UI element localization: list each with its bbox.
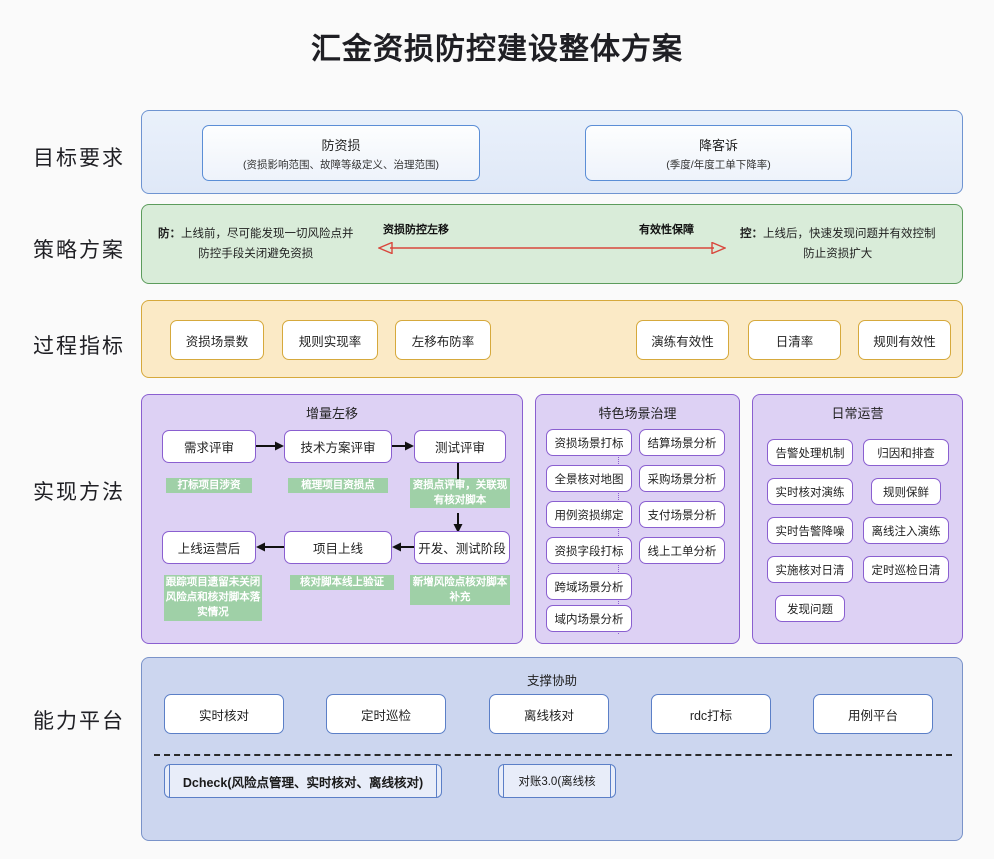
flow-node-tech-design-review[interactable]: 技术方案评审 xyxy=(284,430,392,463)
scenario-chip[interactable]: 全景核对地图 xyxy=(546,465,632,492)
row-label-goal: 目标要求 xyxy=(33,147,125,170)
panel-title: 增量左移 xyxy=(305,406,358,421)
ops-chip[interactable]: 定时巡检日清 xyxy=(863,556,949,583)
strategy-line1-prevent: 上线前，尽可能发现一切风险点并 xyxy=(181,228,354,240)
scenario-chip[interactable]: 结算场景分析 xyxy=(639,429,725,456)
ops-chip[interactable]: 规则保鲜 xyxy=(871,478,941,505)
strategy-prefix-control: 控： xyxy=(740,228,763,240)
scenario-chip[interactable]: 线上工单分析 xyxy=(639,537,725,564)
goal-box-title: 降客诉 xyxy=(698,137,738,153)
goal-box-title: 防资损 xyxy=(321,137,361,153)
scenario-chip[interactable]: 域内场景分析 xyxy=(546,605,632,632)
metric-pill[interactable]: 规则实现率 xyxy=(282,320,378,360)
scenario-chip[interactable]: 资损场景打标 xyxy=(546,429,632,456)
arrow-left-icon xyxy=(256,542,284,552)
ops-chip[interactable]: 实时告警降噪 xyxy=(767,517,853,544)
metric-pill[interactable]: 日清率 xyxy=(748,320,841,360)
strategy-line1-control: 上线后，快速发现问题并有效控制 xyxy=(763,228,936,240)
platform-tool-box[interactable]: 实时核对 xyxy=(164,694,284,734)
note-new-risk-script: 新增风险点核对脚本补充 xyxy=(410,575,510,606)
goal-box-reduce-complaints[interactable]: 降客诉 (季度/年度工单下降率) xyxy=(585,125,852,181)
row-label-strategy: 策略方案 xyxy=(33,239,125,262)
methods-panel-scenario-governance: 特色场景治理 资损场景打标 全景核对地图 用例资损绑定 资损字段打标 跨域场景分… xyxy=(535,394,740,644)
ops-chip[interactable]: 发现问题 xyxy=(775,595,845,622)
platform-system-label: Dcheck(风险点管理、实时核对、离线核对) xyxy=(169,765,437,797)
platform-system-reconciliation[interactable]: 对账3.0(离线核 xyxy=(498,764,616,798)
metric-pill[interactable]: 左移布防率 xyxy=(395,320,491,360)
arrow-label-effectiveness: 有效性保障 xyxy=(639,224,694,236)
strategy-text-control: 控：上线后，快速发现问题并有效控制 防止资损扩大 xyxy=(740,225,936,264)
ops-chip[interactable]: 实时核对演练 xyxy=(767,478,853,505)
platform-panel: 支撑协助 实时核对 定时巡检 离线核对 rdc打标 用例平台 Dcheck(风险… xyxy=(141,657,963,841)
flow-node-post-launch-ops[interactable]: 上线运营后 xyxy=(162,531,256,564)
row-label-metrics: 过程指标 xyxy=(33,335,125,358)
ops-chip[interactable]: 归因和排查 xyxy=(863,439,949,466)
goal-box-subtitle: (资损影响范围、故障等级定义、治理范围) xyxy=(243,158,439,171)
scenario-chip[interactable]: 跨域场景分析 xyxy=(546,573,632,600)
strategy-panel: 防：上线前，尽可能发现一切风险点并 防控手段关闭避免资损 资损防控左移 有效性保… xyxy=(141,204,963,284)
arrow-down-icon xyxy=(453,513,463,533)
ops-chip[interactable]: 实施核对日清 xyxy=(767,556,853,583)
note-script-online-verify: 核对脚本线上验证 xyxy=(290,575,394,591)
goal-box-subtitle: (季度/年度工单下降率) xyxy=(666,158,771,171)
scenario-chip[interactable]: 采购场景分析 xyxy=(639,465,725,492)
methods-panel-incremental-shift-left: 增量左移 需求评审 技术方案评审 测试评审 打标项目涉资 梳理项目资损点 资损点… xyxy=(141,394,523,644)
metric-pill[interactable]: 演练有效性 xyxy=(636,320,729,360)
ops-chip[interactable]: 离线注入演练 xyxy=(863,517,949,544)
platform-system-dcheck[interactable]: Dcheck(风险点管理、实时核对、离线核对) xyxy=(164,764,442,798)
strategy-line2-prevent: 防控手段关闭避免资损 xyxy=(198,247,314,260)
platform-system-label: 对账3.0(离线核 xyxy=(503,765,611,797)
arrow-right-icon xyxy=(256,441,284,451)
panel-title: 日常运营 xyxy=(831,406,884,421)
note-tag-project-funds: 打标项目涉资 xyxy=(166,478,252,494)
scenario-chip[interactable]: 支付场景分析 xyxy=(639,501,725,528)
bidirectional-arrow-icon xyxy=(378,242,726,254)
metrics-panel: 资损场景数 规则实现率 左移布防率 演练有效性 日清率 规则有效性 xyxy=(141,300,963,378)
arrow-right-icon xyxy=(392,441,414,451)
strategy-line2-control: 防止资损扩大 xyxy=(803,247,873,260)
note-sort-loss-points: 梳理项目资损点 xyxy=(288,478,388,494)
row-label-platform: 能力平台 xyxy=(33,710,125,733)
metric-pill[interactable]: 资损场景数 xyxy=(170,320,264,360)
metric-pill[interactable]: 规则有效性 xyxy=(858,320,951,360)
panel-title: 特色场景治理 xyxy=(598,406,677,421)
arrow-label-shift-left: 资损防控左移 xyxy=(383,224,449,236)
arrow-left-icon xyxy=(392,542,414,552)
platform-tool-box[interactable]: 离线核对 xyxy=(489,694,609,734)
platform-tool-box[interactable]: 定时巡检 xyxy=(326,694,446,734)
platform-title: 支撑协助 xyxy=(526,674,577,688)
flow-node-test-review[interactable]: 测试评审 xyxy=(414,430,506,463)
platform-section-divider xyxy=(154,754,952,756)
flow-node-project-launch[interactable]: 项目上线 xyxy=(284,531,392,564)
platform-tool-box[interactable]: rdc打标 xyxy=(651,694,771,734)
goal-panel: 防资损 (资损影响范围、故障等级定义、治理范围) 降客诉 (季度/年度工单下降率… xyxy=(141,110,963,194)
strategy-text-prevent: 防：上线前，尽可能发现一切风险点并 防控手段关闭避免资损 xyxy=(158,225,354,264)
line-vertical-icon xyxy=(457,463,459,479)
flow-node-requirement-review[interactable]: 需求评审 xyxy=(162,430,256,463)
methods-panel-daily-operations: 日常运营 告警处理机制 实时核对演练 实时告警降噪 实施核对日清 发现问题 归因… xyxy=(752,394,963,644)
scenario-chip[interactable]: 用例资损绑定 xyxy=(546,501,632,528)
note-track-residual-risks: 跟踪项目遗留未关闭风险点和核对脚本落实情况 xyxy=(164,575,262,621)
goal-box-prevent-loss[interactable]: 防资损 (资损影响范围、故障等级定义、治理范围) xyxy=(202,125,480,181)
flow-node-dev-test-stage[interactable]: 开发、测试阶段 xyxy=(414,531,510,564)
note-loss-point-review: 资损点评审，关联现有核对脚本 xyxy=(410,478,510,509)
page-title: 汇金资损防控建设整体方案 xyxy=(311,33,683,66)
row-label-methods: 实现方法 xyxy=(33,481,125,504)
platform-tool-box[interactable]: 用例平台 xyxy=(813,694,933,734)
ops-chip[interactable]: 告警处理机制 xyxy=(767,439,853,466)
strategy-prefix-prevent: 防： xyxy=(158,228,181,240)
scenario-chip[interactable]: 资损字段打标 xyxy=(546,537,632,564)
column-divider xyxy=(618,429,619,634)
